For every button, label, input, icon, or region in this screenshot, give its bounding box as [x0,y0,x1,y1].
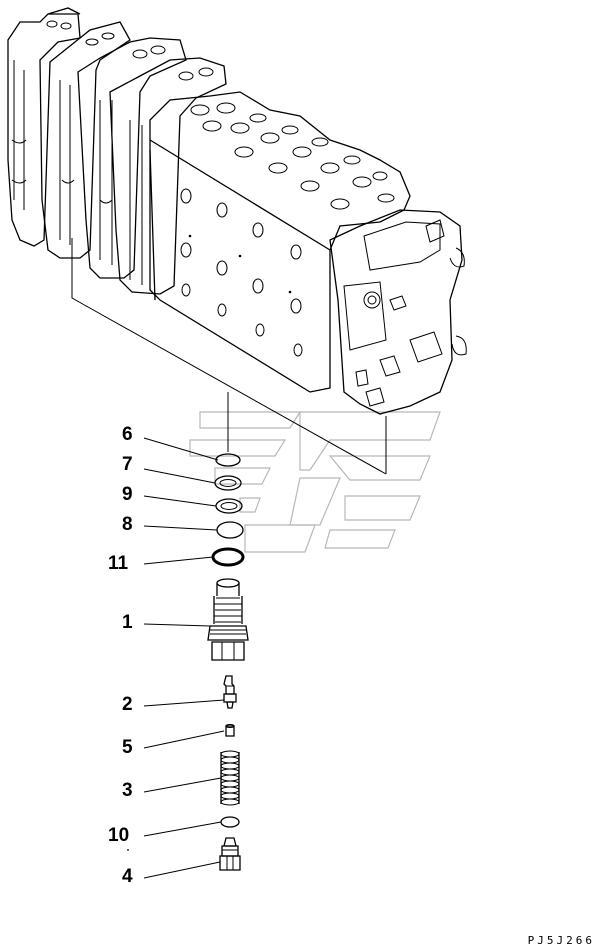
callout-6: 6 [122,424,133,445]
part-11-o-ring [211,547,245,567]
callout-11: 11 [108,553,129,574]
parts-stack [207,453,249,871]
part-4-adjusting-screw [219,837,241,871]
control-valve-assembly [7,7,467,415]
callout-leaders [143,437,225,879]
callout-10: 10 [108,825,129,846]
part-7-backup-ring [214,475,242,491]
callout-8: 8 [122,514,133,535]
callout-1: 1 [122,612,133,633]
port-holes-top [190,102,395,210]
callout-3: 3 [122,780,133,801]
drawing-code: PJ5J266 [527,934,595,947]
part-5-plug [225,724,235,737]
callout-5: 5 [122,737,133,758]
part-8-disc [216,521,244,539]
part-2-poppet [223,675,237,709]
callout-2: 2 [122,694,133,715]
part-6-ring [215,453,241,467]
callout-4: 4 [122,866,133,887]
part-3-spring [220,750,240,806]
part-10-o-ring [220,816,240,828]
reference-lines [71,238,387,475]
part-9-o-ring [215,498,243,514]
callout-7: 7 [122,454,133,475]
callout-9: 9 [122,484,133,505]
leader-dot [127,849,129,851]
part-1-valve-body [207,578,249,661]
callout-labels: 6 7 9 8 11 1 2 5 3 10 4 [108,424,133,887]
port-holes-front [180,188,303,357]
watermark-logo [189,411,441,553]
